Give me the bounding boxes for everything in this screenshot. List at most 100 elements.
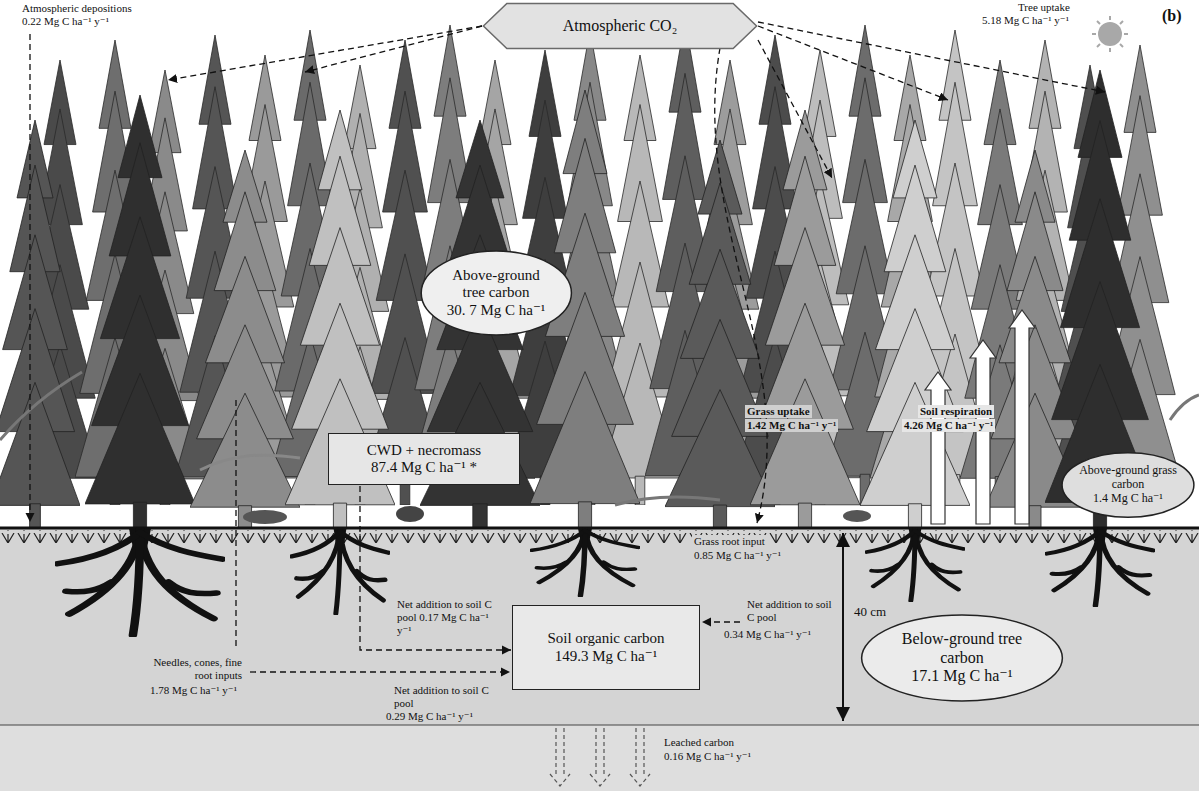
- understory: [615, 497, 720, 505]
- pool-box: Soil organic carbon149.3 Mg C ha⁻¹: [512, 605, 700, 690]
- ellipse-outline: [1062, 453, 1194, 517]
- root-systems: [292, 527, 389, 614]
- flux-value: 0.85 Mg C ha⁻¹ y⁻¹: [692, 549, 783, 562]
- source-hexagon: Atmospheric CO₂: [482, 3, 758, 49]
- understory: [200, 455, 300, 470]
- sun-icon: [1120, 44, 1123, 47]
- flux-label: Net addition to soil C pool 0.17 Mg C ha…: [395, 598, 499, 637]
- node-text-group: Soil organic carbon149.3 Mg C ha⁻¹: [547, 630, 664, 665]
- flux-value: 1.42 Mg C ha⁻¹ y⁻¹: [745, 419, 838, 432]
- understory: [0, 372, 82, 440]
- depth-dimension: [842, 533, 844, 721]
- sun-icon: [1097, 44, 1100, 47]
- flux-arrows: [29, 34, 30, 522]
- flux-name: Grass uptake: [745, 405, 812, 418]
- pool-ellipse: Above-ground tree carbon30. 7 Mg C ha⁻¹: [420, 250, 573, 336]
- soil-profile: [0, 527, 1199, 530]
- node-text-group: Below-ground tree carbon17.1 Mg C ha⁻¹: [887, 630, 1038, 685]
- ellipse-outline: [862, 615, 1063, 701]
- node-title: Above-ground grass carbon: [1078, 464, 1177, 492]
- node-value: 30. 7 Mg C ha⁻¹: [440, 302, 553, 319]
- flux-connector: [360, 486, 511, 650]
- node-text-group: Above-ground tree carbon30. 7 Mg C ha⁻¹: [440, 267, 553, 319]
- soil-profile: [0, 724, 1199, 725]
- leaching-arrows: [550, 728, 570, 786]
- pool-ellipse: Above-ground grass carbon1.4 Mg C ha⁻¹: [1061, 452, 1195, 518]
- sun-icon: [1092, 16, 1128, 52]
- flux-name: Grass root input: [692, 535, 767, 548]
- node-value: 1.4 Mg C ha⁻¹: [1078, 492, 1177, 506]
- node-title: CWD + necromass: [367, 442, 481, 459]
- front-tree-row: [85, 95, 195, 530]
- node-value: 87.4 Mg C ha⁻¹ *: [367, 459, 481, 476]
- flux-value: 0.34 Mg C ha⁻¹ y⁻¹: [722, 628, 813, 641]
- flux-arrows: [715, 48, 767, 523]
- flux-arrows: [305, 26, 482, 72]
- root-systems: [1047, 527, 1153, 606]
- node-title: Soil organic carbon: [547, 630, 664, 647]
- soil-profile: [0, 528, 1199, 791]
- flux-arrows: [702, 621, 740, 622]
- flux-name: Needles, cones, fine root inputs: [140, 656, 244, 682]
- flux-value: 5.18 Mg C ha⁻¹ y⁻¹: [980, 14, 1071, 27]
- flux-name: Atmospheric depositions: [20, 2, 134, 15]
- leaching-arrows: [550, 728, 650, 786]
- flux-arrows: [235, 400, 236, 650]
- ellipse-outline: [421, 251, 571, 335]
- understory: [396, 506, 424, 522]
- node-text-group: CWD + necromass87.4 Mg C ha⁻¹ *: [367, 442, 481, 477]
- root-systems: [58, 527, 222, 635]
- pool-ellipse: Below-ground tree carbon17.1 Mg C ha⁻¹: [860, 614, 1064, 702]
- hexagon-outline: [483, 3, 756, 48]
- flux-arrows: [30, 22, 1105, 672]
- front-tree-row: [665, 140, 775, 530]
- flux-arrows: [250, 671, 510, 672]
- node-text-group: Atmospheric CO₂: [563, 17, 677, 35]
- leaching-arrows: [590, 728, 610, 786]
- node-title: Atmospheric CO₂: [563, 17, 677, 35]
- flux-name: Soil respiration: [918, 405, 994, 418]
- flux-arrows: [758, 40, 832, 178]
- depth-dimension: [843, 533, 844, 721]
- flux-arrows: [758, 22, 1105, 92]
- flux-arrows: [758, 26, 948, 100]
- front-tree-row: [0, 120, 80, 530]
- front-tree-row: [190, 150, 300, 530]
- flux-name: Net addition to soil C pool: [392, 684, 492, 710]
- sun-icon: [1092, 33, 1096, 35]
- pool-box: CWD + necromass87.4 Mg C ha⁻¹ *: [328, 433, 520, 485]
- flux-name: Net addition to soil C pool: [745, 598, 837, 624]
- understory: [843, 510, 871, 522]
- node-title: Above-ground tree carbon: [440, 267, 553, 302]
- flux-value: 4.26 Mg C ha⁻¹ y⁻¹: [902, 419, 995, 432]
- node-value: 17.1 Mg C ha⁻¹: [887, 667, 1038, 685]
- understory: [1170, 395, 1199, 420]
- flux-value: 1.78 Mg C ha⁻¹ y⁻¹: [148, 684, 239, 697]
- sun-icon: [1109, 16, 1111, 20]
- front-tree-row: [860, 120, 970, 530]
- soil-respiration-arrows: [925, 372, 951, 524]
- soil-respiration-arrows: [1009, 310, 1035, 524]
- sun-icon: [1120, 21, 1123, 24]
- soil-respiration-arrows: [970, 340, 996, 524]
- root-systems: [532, 527, 638, 596]
- front-tree-row: [0, 70, 1155, 530]
- flux-name: Leached carbon: [662, 736, 736, 749]
- sun-icon: [1092, 16, 1128, 52]
- panel-letter: (b): [1160, 6, 1184, 25]
- flux-value: 0.22 Mg C ha⁻¹ y⁻¹: [20, 15, 111, 28]
- soil-profile: [0, 528, 1199, 725]
- sun-icon: [1124, 33, 1128, 35]
- flux-value: 0.29 Mg C ha⁻¹ y⁻¹: [384, 710, 475, 723]
- flux-arrows: [168, 26, 482, 80]
- flux-value: 0.16 Mg C ha⁻¹ y⁻¹: [662, 750, 753, 763]
- sun-icon: [1097, 21, 1100, 24]
- leaching-arrows: [630, 728, 650, 786]
- sun-icon: [1109, 48, 1111, 52]
- node-value: 149.3 Mg C ha⁻¹: [547, 648, 664, 665]
- sun-icon: [1098, 22, 1122, 46]
- soil-profile: [0, 725, 1199, 791]
- node-text-group: Above-ground grass carbon1.4 Mg C ha⁻¹: [1078, 464, 1177, 505]
- node-title: Below-ground tree carbon: [887, 630, 1038, 667]
